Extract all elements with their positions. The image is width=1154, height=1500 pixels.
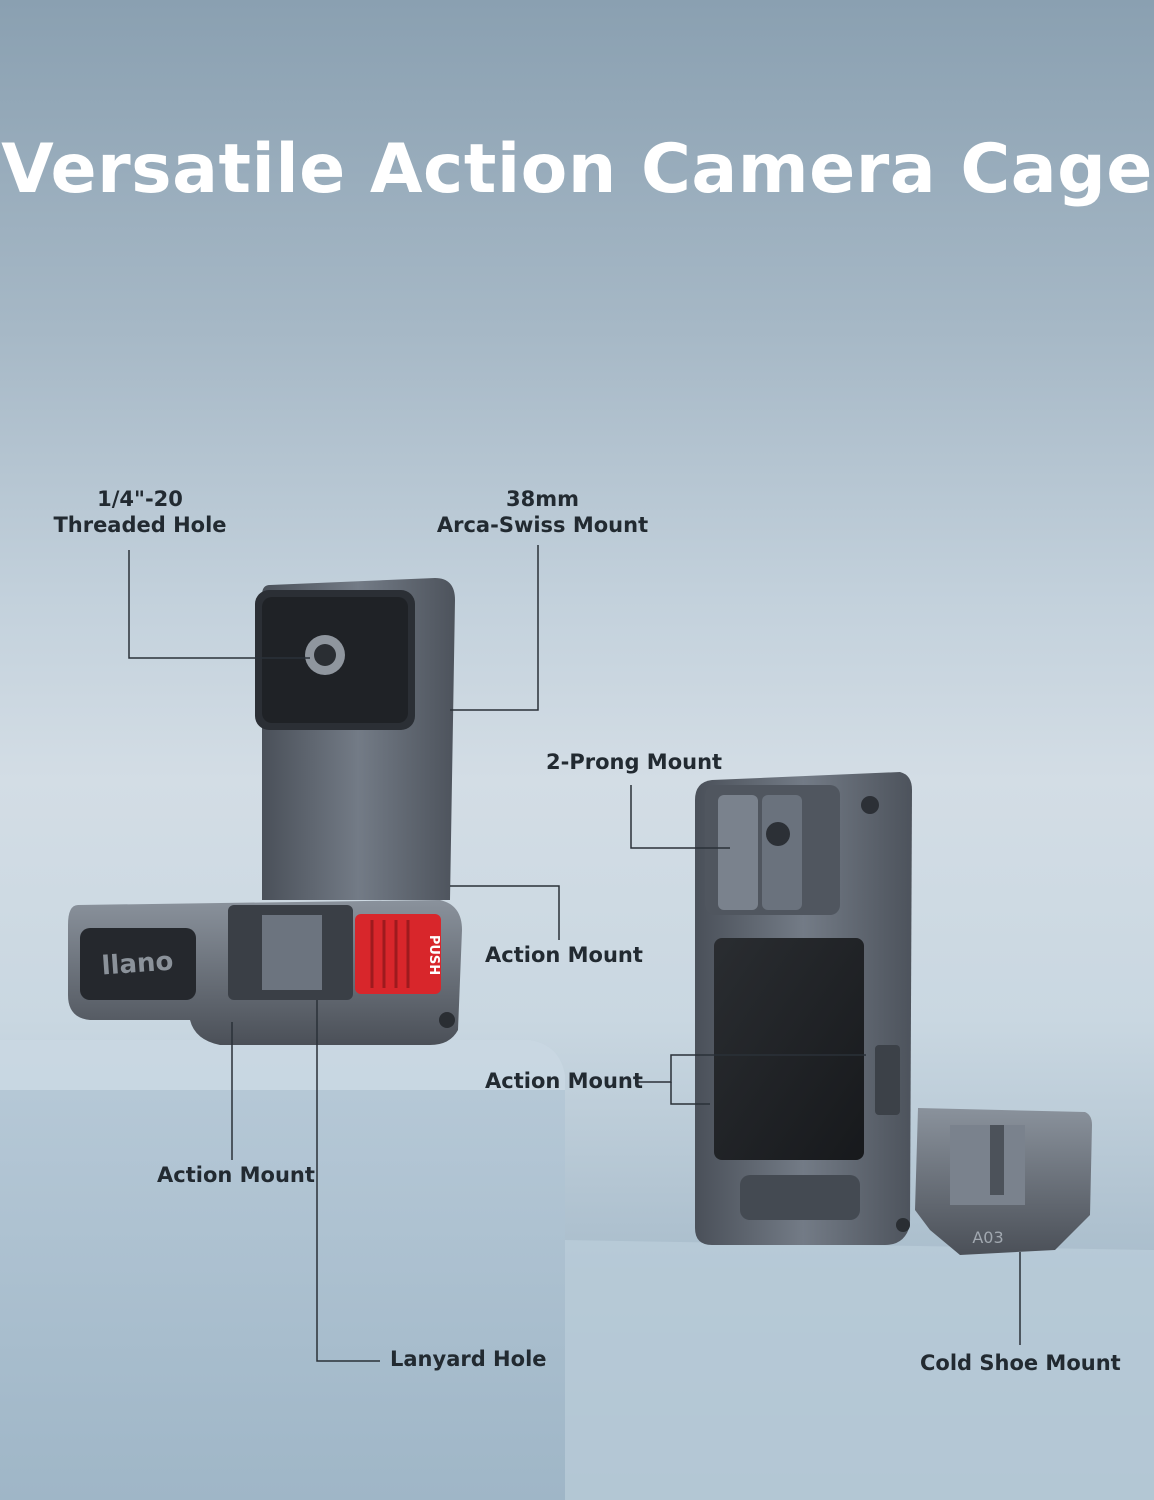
callout-lines [128, 545, 1021, 1362]
camera-screen [714, 938, 864, 1160]
label-arca-mount: 38mm Arca-Swiss Mount [436, 487, 649, 537]
brand-logo: llano [101, 947, 175, 982]
label-cold-shoe-mount: Cold Shoe Mount [920, 1351, 1121, 1375]
label-action-mount-mid: Action Mount [485, 1069, 643, 1093]
leader-threaded-hole [128, 550, 310, 659]
model-mark: A03 [972, 1228, 1003, 1247]
leader-action-mid [638, 1054, 866, 1083]
left-cage: llano PUSH [68, 578, 462, 1045]
push-label: PUSH [426, 935, 441, 975]
leader-lanyard [316, 1000, 380, 1362]
page-title: Versatile Action Camera Cage [1, 130, 1153, 209]
label-action-mount-left: Action Mount [157, 1163, 315, 1187]
label-two-prong-mount: 2-Prong Mount [546, 750, 723, 774]
leader-two-prong [630, 785, 730, 849]
pedestal-block [0, 1040, 1154, 1500]
label-lanyard-hole: Lanyard Hole [390, 1347, 547, 1371]
leader-arca-mount [450, 545, 539, 711]
logo-plate [80, 928, 196, 1000]
leader-action-top [450, 885, 560, 940]
lanyard-hole-icon [439, 1012, 455, 1028]
right-cage: A03 [695, 772, 1092, 1255]
label-action-mount-top: Action Mount [485, 943, 643, 967]
label-threaded-hole: 1/4"-20 Threaded Hole [53, 487, 227, 537]
push-button [355, 914, 441, 994]
